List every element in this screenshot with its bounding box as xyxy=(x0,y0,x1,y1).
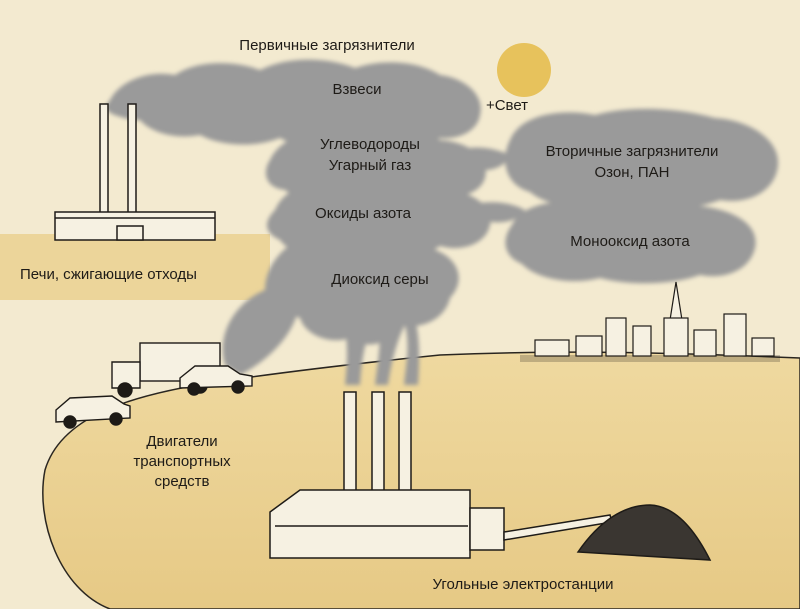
incinerators-label: Печи, сжигающие отходы xyxy=(20,266,197,283)
incinerator-chimney-1 xyxy=(99,103,109,215)
car-1 xyxy=(179,365,253,396)
primary-pollutants-label: Первичные загрязнители xyxy=(239,37,415,54)
nitric-oxide-label: Монооксид азота xyxy=(570,233,690,250)
nitrogen-oxides-label: Оксиды азота xyxy=(315,205,411,222)
car-2-wheel-front xyxy=(63,415,77,429)
secondary-pollutants-label: Вторичные загрязнители xyxy=(545,143,719,160)
vehicles-label-line-3: средств xyxy=(154,473,210,490)
city-building-2 xyxy=(632,325,652,357)
city-building-4 xyxy=(723,313,747,357)
power-stack-3 xyxy=(398,391,412,503)
truck-wheel-front xyxy=(117,382,133,398)
power-stack-2 xyxy=(371,391,385,503)
light-label: +Свет xyxy=(485,97,529,114)
cloud-connector xyxy=(460,147,510,171)
vehicles xyxy=(55,342,253,429)
power-plant-annex xyxy=(469,507,505,551)
car-1-wheel-front xyxy=(187,382,201,396)
cloud-connector-lower xyxy=(470,202,525,223)
hydrocarbons-label: Углеводороды xyxy=(320,136,420,153)
coal-pile xyxy=(576,504,712,561)
smoke-clouds xyxy=(105,59,779,385)
secondary-pollutants-cloud xyxy=(505,108,779,210)
traffic-smoke xyxy=(222,240,306,375)
secondary-items-label: Озон, ПАН xyxy=(594,164,670,181)
truck xyxy=(111,342,221,398)
nitrogen-oxides-cloud xyxy=(266,179,491,259)
car-2-wheel-rear xyxy=(109,412,123,426)
city-tower xyxy=(663,317,689,357)
stack-plumes xyxy=(335,298,420,385)
city-building-1 xyxy=(605,317,627,357)
primary-pollutants-cloud xyxy=(109,59,481,148)
car-2 xyxy=(55,395,131,429)
coal-power-plant xyxy=(269,391,712,561)
city-building-5 xyxy=(575,335,603,357)
power-plants-label: Угольные электростанции xyxy=(432,576,614,593)
sulfur-dioxide-cloud xyxy=(282,238,459,345)
sun xyxy=(497,43,551,97)
power-plant-building xyxy=(269,489,471,559)
incinerator-factory xyxy=(54,103,216,241)
incinerator-ground xyxy=(0,234,270,300)
city-building-3 xyxy=(693,329,717,357)
vehicles-label-line-2: транспортных xyxy=(133,453,231,470)
city-houses xyxy=(534,339,570,357)
vehicles-label-line-1: Двигатели xyxy=(146,433,218,450)
nitric-oxide-cloud xyxy=(505,198,756,284)
incinerator-chimney-2 xyxy=(127,103,137,215)
city-skyline xyxy=(534,281,775,357)
city-ground-line xyxy=(520,355,780,362)
sulfur-dioxide-label: Диоксид серы xyxy=(331,271,429,288)
suspensions-label: Взвеси xyxy=(332,81,382,98)
incinerator-door xyxy=(116,225,144,241)
carbon-monoxide-label: Угарный газ xyxy=(328,157,412,174)
truck-cab xyxy=(111,361,141,389)
power-stack-1 xyxy=(343,391,357,503)
car-1-wheel-rear xyxy=(231,380,245,394)
city-building-6 xyxy=(751,337,775,357)
